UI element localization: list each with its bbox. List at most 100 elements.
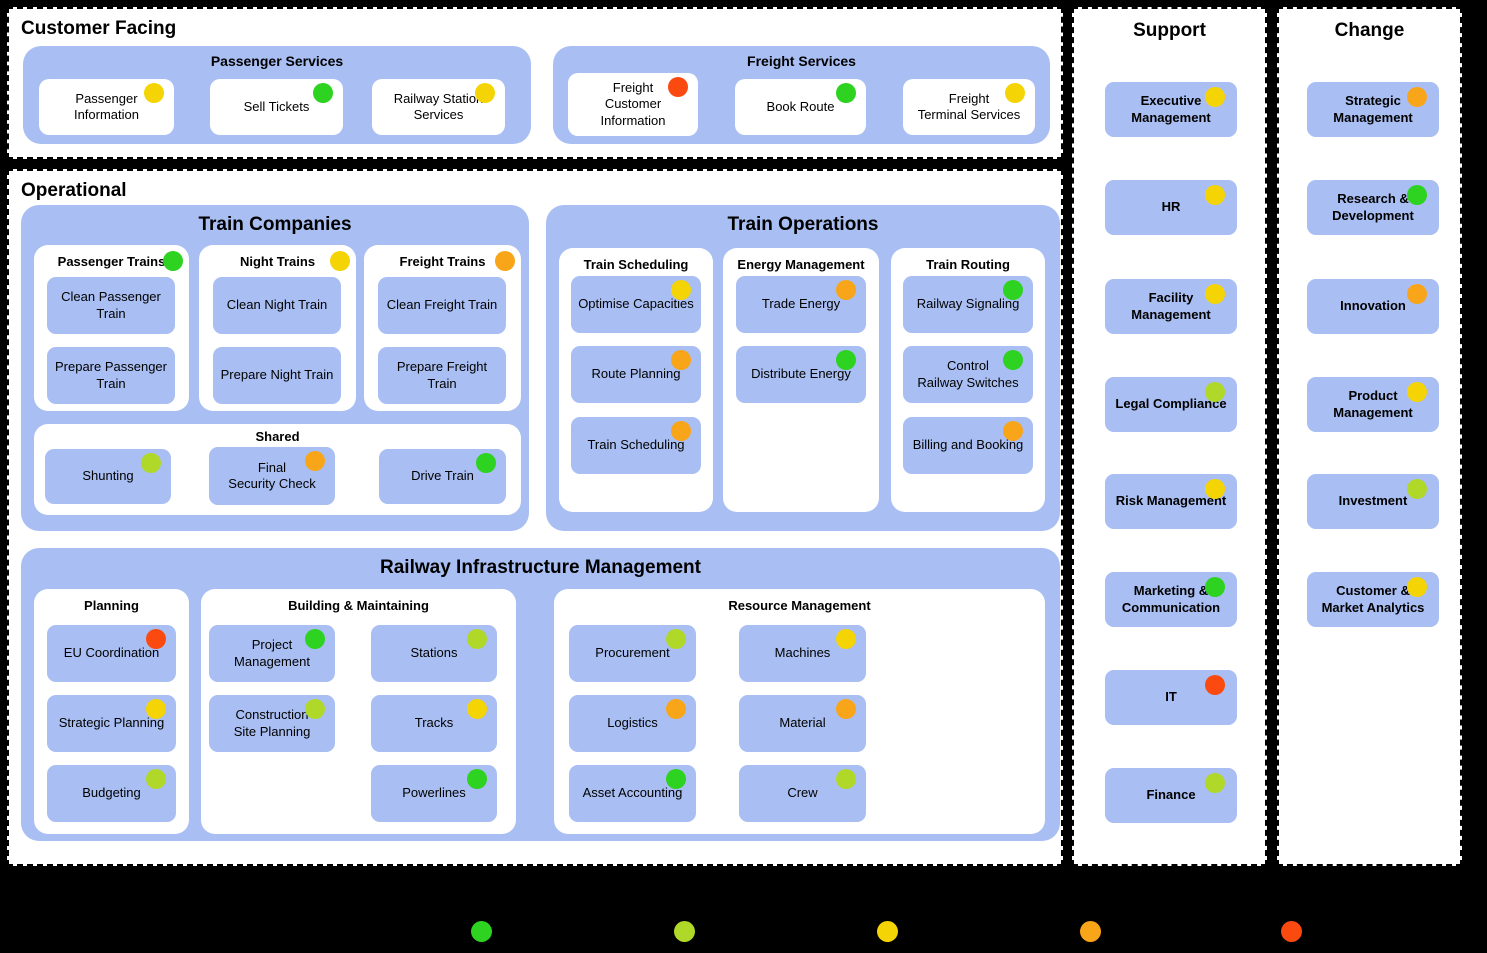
capability-label: Railway Station Services [393, 90, 484, 122]
capability-label: Freight Customer Information [600, 80, 666, 128]
capability-label: Prepare Night Train [220, 367, 334, 383]
capability-project-management: Project Management [209, 625, 335, 682]
subgroup-title: Energy Management [737, 257, 865, 272]
status-dot [666, 699, 686, 719]
subgroup-planning: Planning EU Coordination Strategic Plann… [34, 589, 189, 834]
capability-label: Stations [410, 645, 458, 661]
capability-prepare-passenger-train: Prepare Passenger Train [47, 347, 175, 404]
capability-trade-energy: Trade Energy [736, 276, 866, 333]
capability-label: Clean Freight Train [386, 297, 498, 313]
capability-crew: Crew [739, 765, 866, 822]
capability-clean-freight-train: Clean Freight Train [378, 277, 506, 334]
capability-machines: Machines [739, 625, 866, 682]
capability-construction-site-planning: Construction Site Planning [209, 695, 335, 752]
capability-label: Machines [774, 645, 831, 661]
capability-marketing-communication: Marketing & Communication [1105, 572, 1237, 627]
capability-label: Strategic Planning [58, 715, 165, 731]
capability-clean-night-train: Clean Night Train [213, 277, 341, 334]
subgroup-energy-management: Energy Management Trade Energy Distribut… [723, 248, 879, 512]
status-dot [146, 699, 166, 719]
subgroup-resource-management: Resource Management Procurement Logistic… [554, 589, 1045, 834]
capability-label: Optimise Capacities [578, 296, 694, 312]
capability-label: Risk Management [1115, 493, 1227, 509]
capability-label: Budgeting [82, 785, 141, 801]
capability-legal-compliance: Legal Compliance [1105, 377, 1237, 432]
capability-powerlines: Powerlines [371, 765, 497, 822]
capability-prepare-freight-train: Prepare Freight Train [378, 347, 506, 404]
capability-tracks: Tracks [371, 695, 497, 752]
status-dot [467, 699, 487, 719]
subgroup-building-maintaining: Building & Maintaining Project Managemen… [201, 589, 516, 834]
subgroup-shared: Shared Shunting Final Security Check Dri… [34, 424, 521, 515]
capability-executive-management: Executive Management [1105, 82, 1237, 137]
status-dot [1205, 577, 1225, 597]
capability-label: Prepare Freight Train [396, 359, 488, 391]
status-dot [1003, 280, 1023, 300]
capability-label: Clean Passenger Train [61, 289, 161, 321]
subgroup-title: Passenger Trains [57, 254, 166, 269]
capability-label: Freight Terminal Services [917, 90, 1021, 122]
capability-freight-customer-information: Freight Customer Information [568, 73, 698, 136]
capability-optimise-capacities: Optimise Capacities [571, 276, 701, 333]
capability-passenger-information: Passenger Information [39, 79, 174, 135]
capability-label: Investment [1338, 493, 1408, 509]
capability-label: Route Planning [591, 366, 681, 382]
group-passenger-services: Passenger Services Passenger Information… [23, 46, 531, 144]
subgroup-title: Train Scheduling [583, 257, 689, 272]
capability-control-railway-switches: Control Railway Switches [903, 346, 1033, 403]
capability-label: Material [779, 715, 826, 731]
subgroup-passenger-trains: Passenger Trains Clean Passenger Train P… [34, 245, 189, 411]
capability-railway-signaling: Railway Signaling [903, 276, 1033, 333]
capability-label: Research & Development [1332, 191, 1414, 223]
capability-it: IT [1105, 670, 1237, 725]
status-dot [836, 350, 856, 370]
status-dot [475, 83, 495, 103]
status-dot [476, 453, 496, 473]
status-dot [1407, 284, 1427, 304]
status-dot [1003, 421, 1023, 441]
status-dot [141, 453, 161, 473]
capability-label: Final Security Check [228, 459, 316, 491]
capability-route-planning: Route Planning [571, 346, 701, 403]
capability-label: Sell Tickets [243, 98, 310, 114]
change-section: Change Strategic Management Research & D… [1277, 7, 1462, 866]
capability-label: Marketing & Communication [1121, 583, 1221, 615]
status-dot [146, 769, 166, 789]
status-dot [671, 350, 691, 370]
status-dot [495, 251, 515, 271]
legend-dot-yellow [877, 921, 898, 942]
status-dot [305, 451, 325, 471]
subgroup-title: Freight Trains [399, 254, 486, 269]
group-freight-services: Freight Services Freight Customer Inform… [553, 46, 1050, 144]
capability-label: Powerlines [402, 785, 466, 801]
capability-label: Project Management [234, 637, 310, 669]
status-dot [666, 629, 686, 649]
status-dot [668, 77, 688, 97]
container-railway-infrastructure-management: Railway Infrastructure Management Planni… [21, 548, 1060, 841]
capability-label: Crew [787, 785, 818, 801]
status-dot [1407, 479, 1427, 499]
capability-label: Prepare Passenger Train [54, 359, 167, 391]
capability-strategic-management: Strategic Management [1307, 82, 1439, 137]
status-dot [1205, 284, 1225, 304]
capability-railway-station-services: Railway Station Services [372, 79, 505, 135]
status-dot [1205, 773, 1225, 793]
status-dot [671, 280, 691, 300]
status-dot [305, 699, 325, 719]
capability-facility-management: Facility Management [1105, 279, 1237, 334]
capability-label: Asset Accounting [582, 785, 683, 801]
capability-label: IT [1165, 689, 1177, 705]
status-dot [1407, 382, 1427, 402]
status-dot [467, 769, 487, 789]
status-dot [1005, 83, 1025, 103]
operational-section: Operational Train Companies Passenger Tr… [7, 169, 1063, 866]
subgroup-train-scheduling: Train Scheduling Optimise Capacities Rou… [559, 248, 713, 512]
operational-title: Operational [21, 180, 127, 201]
status-dot [313, 83, 333, 103]
capability-label: Strategic Management [1333, 93, 1413, 125]
capability-train-scheduling: Train Scheduling [571, 417, 701, 474]
subgroup-title: Night Trains [239, 254, 316, 269]
capability-label: Drive Train [411, 468, 474, 484]
capability-customer-market-analytics: Customer & Market Analytics [1307, 572, 1439, 627]
status-dot [1407, 185, 1427, 205]
